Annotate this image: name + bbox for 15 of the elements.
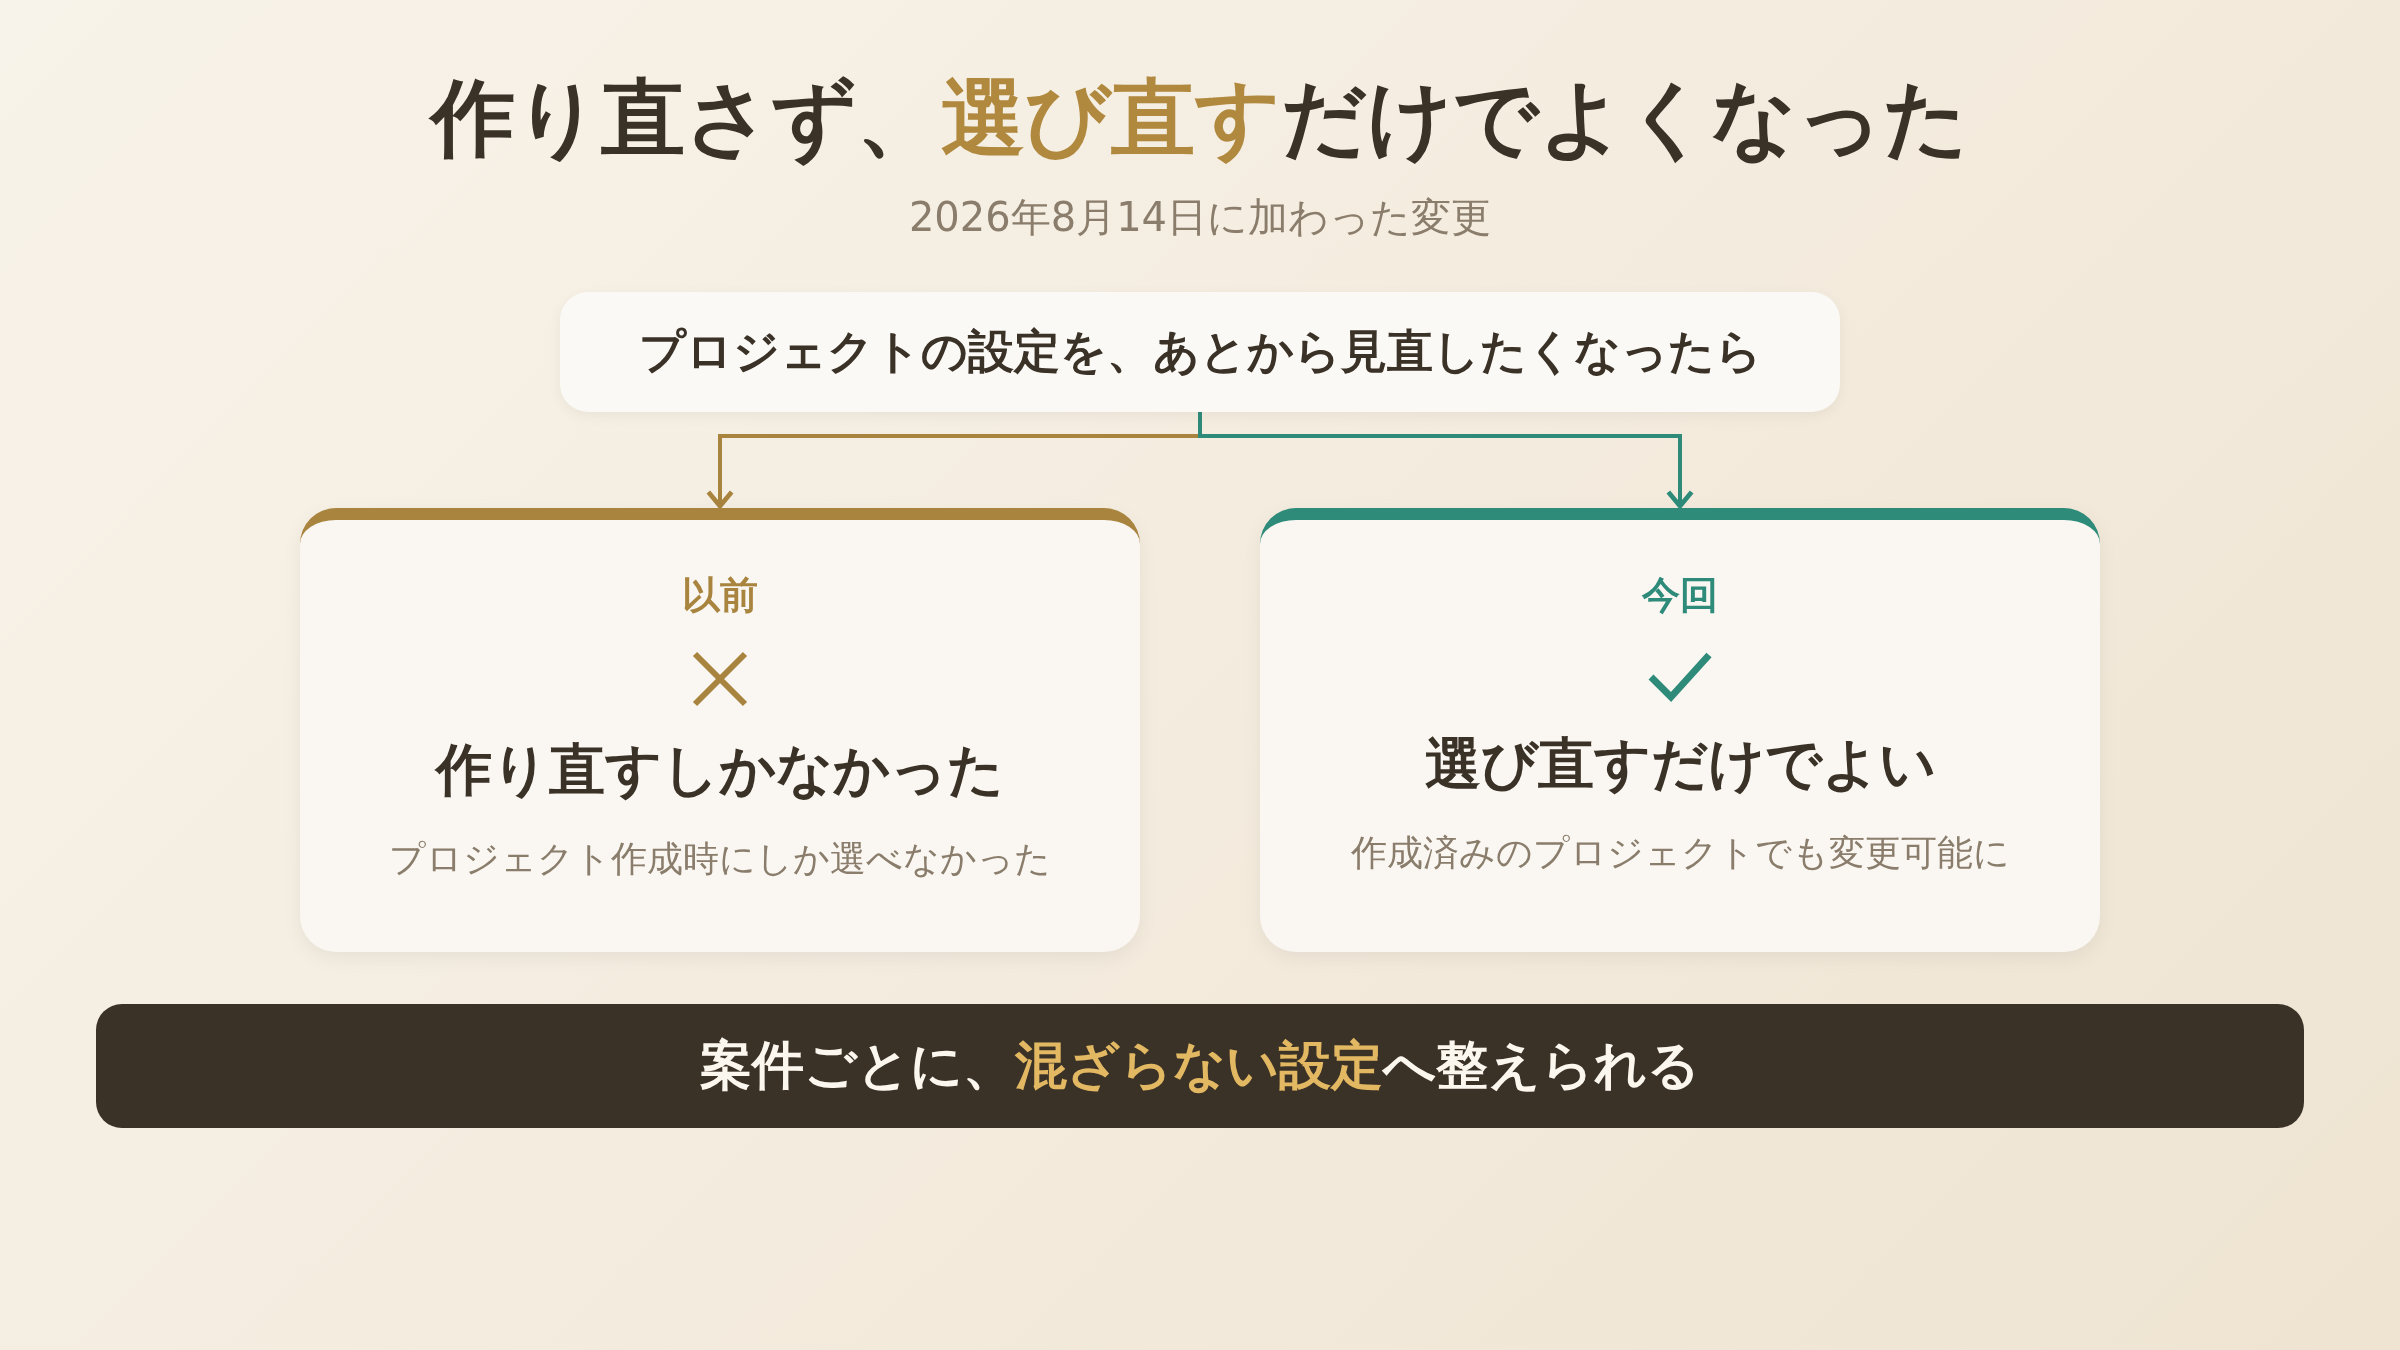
question-box <box>560 292 1840 412</box>
summary-banner <box>96 1004 2304 1128</box>
card-heading: 選び直すだけでよい <box>1424 730 1936 798</box>
comparison-card <box>300 508 1140 952</box>
card-description: プロジェクト作成時にしか選べなかった <box>389 837 1051 881</box>
card-label: 以前 <box>682 572 758 619</box>
card-description: 作成済みのプロジェクトでも変更可能に <box>1350 831 2010 875</box>
card-label: 今回 <box>1642 572 1718 619</box>
card-heading: 作り直すしかなかった <box>436 736 1004 804</box>
title: 作り直さず、選び直すだけでよくなった <box>0 62 2400 176</box>
comparison-card <box>1260 508 2100 952</box>
subtitle: 2026年8月14日に加わった変更 <box>907 193 1493 242</box>
connector-arrow <box>1198 412 1694 509</box>
question-text: プロジェクトの設定を、あとから見直したくなったら <box>638 323 1762 380</box>
summary-text: 案件ごとに、混ざらない設定へ整えられる <box>700 1034 1700 1097</box>
